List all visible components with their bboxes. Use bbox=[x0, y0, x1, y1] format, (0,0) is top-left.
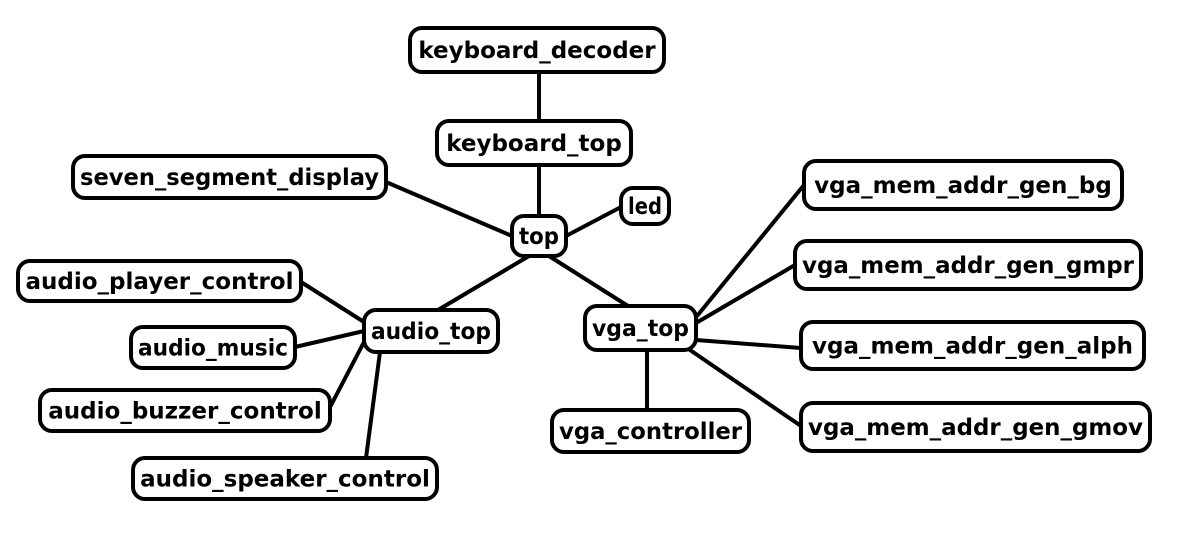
node-label-vga_controller: vga_controller bbox=[559, 419, 743, 445]
node-top: top bbox=[510, 214, 568, 258]
node-vga_mem_addr_gen_gmpr: vga_mem_addr_gen_gmpr bbox=[793, 239, 1143, 291]
edge-vga_top-to-vga_mem_addr_gen_bg bbox=[695, 183, 806, 318]
node-label-vga_mem_addr_gen_alph: vga_mem_addr_gen_alph bbox=[812, 334, 1133, 360]
edge-audio_top-to-audio_buzzer_control bbox=[326, 340, 366, 413]
node-label-vga_mem_addr_gen_gmpr: vga_mem_addr_gen_gmpr bbox=[802, 253, 1135, 279]
node-audio_player_control: audio_player_control bbox=[16, 259, 303, 303]
node-seven_segment_display: seven_segment_display bbox=[71, 154, 388, 200]
node-keyboard_decoder: keyboard_decoder bbox=[408, 26, 666, 74]
node-box-top bbox=[510, 214, 568, 258]
node-audio_music: audio_music bbox=[129, 325, 297, 370]
node-label-audio_music: audio_music bbox=[138, 336, 288, 362]
node-box-audio_buzzer_control bbox=[38, 388, 332, 433]
edge-vga_top-to-vga_mem_addr_gen_alph bbox=[694, 338, 803, 350]
node-led: led bbox=[619, 186, 671, 226]
node-label-audio_buzzer_control: audio_buzzer_control bbox=[48, 399, 321, 425]
node-box-keyboard_decoder bbox=[408, 26, 666, 74]
node-vga_mem_addr_gen_gmov: vga_mem_addr_gen_gmov bbox=[799, 401, 1152, 453]
node-label-seven_segment_display: seven_segment_display bbox=[80, 165, 379, 191]
node-box-seven_segment_display bbox=[71, 154, 388, 200]
node-label-vga_top: vga_top bbox=[592, 316, 689, 342]
edges-layer bbox=[293, 70, 806, 460]
edge-audio_top-to-audio_music bbox=[293, 329, 366, 349]
node-keyboard_top: keyboard_top bbox=[435, 119, 633, 167]
edge-seven_segment_display-to-top bbox=[384, 180, 514, 238]
nodes-layer: keyboard_decoder keyboard_top seven_segmen… bbox=[16, 26, 1152, 501]
node-label-audio_speaker_control: audio_speaker_control bbox=[140, 467, 430, 493]
node-vga_top: vga_top bbox=[583, 304, 698, 352]
node-box-vga_mem_addr_gen_gmov bbox=[799, 401, 1152, 453]
node-vga_mem_addr_gen_bg: vga_mem_addr_gen_bg bbox=[802, 159, 1124, 211]
node-box-audio_music bbox=[129, 325, 297, 370]
edge-vga_top-to-vga_mem_addr_gen_gmpr bbox=[694, 263, 797, 325]
edge-top-to-vga_top bbox=[547, 254, 630, 308]
node-box-vga_top bbox=[583, 304, 698, 352]
edge-top-to-audio_top bbox=[436, 254, 531, 312]
node-box-vga_controller bbox=[550, 408, 751, 454]
node-box-audio_player_control bbox=[16, 259, 303, 303]
node-vga_mem_addr_gen_alph: vga_mem_addr_gen_alph bbox=[799, 320, 1146, 371]
node-vga_controller: vga_controller bbox=[550, 408, 751, 454]
node-box-keyboard_top bbox=[435, 119, 633, 167]
node-box-audio_top bbox=[362, 308, 500, 354]
node-box-audio_speaker_control bbox=[131, 456, 439, 501]
node-label-top: top bbox=[519, 224, 559, 250]
node-audio_speaker_control: audio_speaker_control bbox=[131, 456, 439, 501]
node-label-audio_player_control: audio_player_control bbox=[26, 269, 294, 295]
edge-audio_top-to-audio_speaker_control bbox=[364, 350, 382, 460]
node-label-vga_mem_addr_gen_gmov: vga_mem_addr_gen_gmov bbox=[808, 415, 1143, 441]
edge-vga_top-to-vga_mem_addr_gen_gmov bbox=[688, 348, 803, 428]
node-label-vga_mem_addr_gen_bg: vga_mem_addr_gen_bg bbox=[814, 173, 1112, 199]
node-label-audio_top: audio_top bbox=[371, 319, 491, 345]
node-label-keyboard_decoder: keyboard_decoder bbox=[418, 38, 656, 64]
node-box-vga_mem_addr_gen_alph bbox=[799, 320, 1146, 371]
node-box-vga_mem_addr_gen_bg bbox=[802, 159, 1124, 211]
node-box-led bbox=[619, 186, 671, 226]
edge-led-to-top bbox=[564, 205, 623, 238]
edge-audio_top-to-audio_player_control bbox=[299, 280, 366, 324]
node-audio_buzzer_control: audio_buzzer_control bbox=[38, 388, 332, 433]
node-audio_top: audio_top bbox=[362, 308, 500, 354]
node-box-vga_mem_addr_gen_gmpr bbox=[793, 239, 1143, 291]
node-label-keyboard_top: keyboard_top bbox=[446, 131, 622, 157]
node-label-led: led bbox=[628, 194, 662, 220]
